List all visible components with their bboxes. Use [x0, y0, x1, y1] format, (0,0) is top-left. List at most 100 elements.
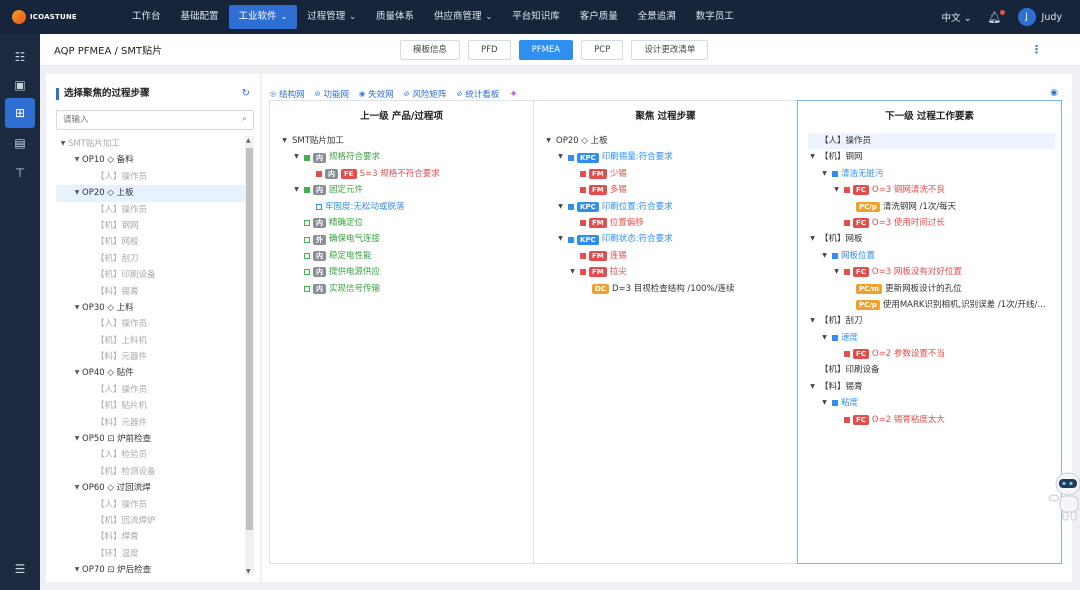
- tree-row[interactable]: 内精确定位: [280, 215, 527, 231]
- tree-row[interactable]: 牢固度:无松动或脱落: [280, 199, 527, 215]
- tree-row[interactable]: ▼网板位置: [808, 248, 1055, 264]
- caret-down-icon[interactable]: ▼: [822, 169, 827, 177]
- nav-item-3[interactable]: 过程管理⌄: [297, 5, 366, 29]
- tree-node[interactable]: 【料】元器件: [56, 415, 246, 431]
- tree-node[interactable]: 【环】温度: [56, 546, 246, 562]
- view-tab-0[interactable]: ◎结构网: [270, 88, 305, 100]
- tree-node[interactable]: 【机】贴片机: [56, 398, 246, 414]
- tree-row[interactable]: 【机】印刷设备: [808, 362, 1055, 378]
- caret-down-icon[interactable]: ▼: [810, 317, 815, 325]
- tab-2[interactable]: PFMEA: [518, 39, 574, 60]
- caret-down-icon[interactable]: ▼: [810, 235, 815, 243]
- caret-down-icon[interactable]: ▼: [282, 137, 287, 144]
- tree-row[interactable]: ▼粘度: [808, 395, 1055, 411]
- tree-node[interactable]: 【人】操作员: [56, 497, 246, 513]
- caret-down-icon[interactable]: ▼: [834, 186, 839, 194]
- pfmea-icon[interactable]: ⊞: [5, 98, 35, 128]
- tree-node[interactable]: 【机】回流焊炉: [56, 513, 246, 529]
- book-icon[interactable]: ▤: [14, 136, 26, 150]
- caret-down-icon[interactable]: ▼: [558, 153, 563, 161]
- tree-node[interactable]: 【人】操作员: [56, 169, 246, 185]
- nav-item-2[interactable]: 工业软件⌄: [228, 5, 298, 29]
- nav-item-6[interactable]: 平台知识库: [502, 5, 570, 29]
- tree-process-step[interactable]: ▼OP50 ⊡ 炉前检查: [56, 431, 246, 447]
- caret-down-icon[interactable]: ▼: [546, 137, 551, 144]
- tree-node[interactable]: 【机】刮刀: [56, 251, 246, 267]
- caret-down-icon[interactable]: ▼: [74, 435, 80, 443]
- tree-node[interactable]: 【机】网板: [56, 234, 246, 250]
- tree-row[interactable]: ▼【机】网板: [808, 231, 1055, 247]
- tree-row[interactable]: 内提供电源供应: [280, 264, 527, 280]
- tree-row[interactable]: ▼OP20 ◇ 上板: [544, 133, 791, 149]
- view-tab-4[interactable]: ⊘统计看板: [457, 88, 500, 100]
- brand-logo[interactable]: ICOASTUNE: [0, 0, 78, 34]
- left-scrollbar[interactable]: ▲ ▼: [245, 136, 254, 576]
- tab-4[interactable]: 设计更改清单: [631, 39, 709, 60]
- caret-down-icon[interactable]: ▼: [822, 333, 827, 341]
- tree-row[interactable]: ▼【料】锡膏: [808, 379, 1055, 395]
- tree-node[interactable]: ▼SMT贴片加工: [56, 136, 246, 152]
- nav-item-4[interactable]: 质量体系: [366, 5, 424, 29]
- hierarchy-icon[interactable]: ⊤: [14, 166, 26, 180]
- tree-row[interactable]: ▼速度: [808, 330, 1055, 346]
- tree-row[interactable]: 外确保电气连接: [280, 231, 527, 247]
- tree-node[interactable]: 【人】操作员: [56, 202, 246, 218]
- tree-row[interactable]: ▼内规格符合要求: [280, 149, 527, 165]
- nav-item-7[interactable]: 客户质量: [570, 5, 628, 29]
- tree-node[interactable]: 【人】操作员: [56, 316, 246, 332]
- assistant-robot-icon[interactable]: [1048, 470, 1080, 522]
- tree-node[interactable]: 【料】焊膏: [56, 529, 246, 545]
- caret-down-icon[interactable]: ▼: [74, 369, 80, 377]
- tab-0[interactable]: 模板信息: [400, 39, 461, 60]
- eye-icon[interactable]: ◉: [1050, 88, 1058, 98]
- language-switch[interactable]: 中文 ⌄: [942, 10, 972, 24]
- scroll-thumb[interactable]: [246, 148, 253, 530]
- search-icon[interactable]: ⌕: [241, 114, 247, 124]
- caret-down-icon[interactable]: ▼: [810, 153, 815, 161]
- caret-down-icon[interactable]: ▼: [60, 140, 66, 147]
- caret-down-icon[interactable]: ▼: [558, 235, 563, 243]
- tree-process-step[interactable]: ▼OP60 ◇ 过回流焊: [56, 480, 246, 496]
- calendar-icon[interactable]: ▣: [14, 78, 26, 92]
- nav-item-9[interactable]: 数字员工: [686, 5, 744, 29]
- tree-row[interactable]: ▼【机】钢网: [808, 149, 1055, 165]
- tree-row[interactable]: ▼SMT贴片加工: [280, 133, 527, 149]
- collapse-menu-icon[interactable]: ☰: [14, 562, 26, 576]
- caret-down-icon[interactable]: ▼: [822, 399, 827, 407]
- view-tab-1[interactable]: ⊘功能网: [315, 88, 349, 100]
- caret-down-icon[interactable]: ▼: [74, 566, 80, 574]
- tree-row[interactable]: ▼【机】刮刀: [808, 313, 1055, 329]
- tree-row[interactable]: 【人】操作员: [808, 133, 1055, 150]
- tree-process-step[interactable]: ▼OP30 ◇ 上料: [56, 300, 246, 316]
- list-icon[interactable]: ☷: [14, 50, 26, 64]
- more-options-icon[interactable]: ⋮: [1031, 43, 1042, 56]
- tree-node[interactable]: 【机】印刷设备: [56, 267, 246, 283]
- tab-1[interactable]: PFD: [468, 39, 511, 60]
- tree-node[interactable]: 【机】钢网: [56, 218, 246, 234]
- caret-down-icon[interactable]: ▼: [558, 202, 563, 210]
- caret-down-icon[interactable]: ▼: [810, 382, 815, 390]
- tree-node[interactable]: 【机】上料机: [56, 333, 246, 349]
- tree-process-step[interactable]: ▼OP40 ◇ 贴件: [56, 365, 246, 381]
- tree-node[interactable]: 【人】检验员: [56, 447, 246, 463]
- tree-node[interactable]: 【料】元器件: [56, 349, 246, 365]
- caret-down-icon[interactable]: ▼: [570, 268, 575, 276]
- caret-down-icon[interactable]: ▼: [74, 303, 80, 311]
